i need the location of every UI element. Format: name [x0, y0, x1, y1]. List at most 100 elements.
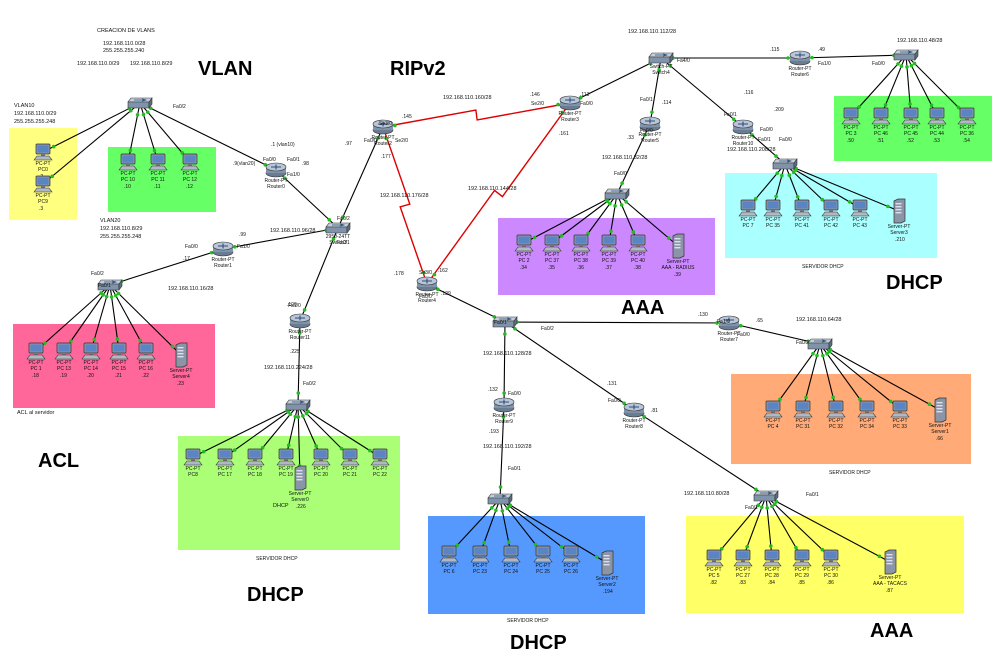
- server-icon[interactable]: [933, 397, 947, 423]
- device-name: Router0: [267, 183, 285, 190]
- pc-icon[interactable]: [370, 448, 390, 466]
- server-icon[interactable]: [883, 549, 897, 575]
- interface-tag: Fa0/1: [98, 283, 111, 289]
- device-name: PC 45: [904, 130, 918, 137]
- pc-icon[interactable]: [148, 153, 168, 171]
- server-icon[interactable]: [892, 198, 906, 224]
- pc-icon[interactable]: [183, 448, 203, 466]
- switch-icon[interactable]: [487, 493, 513, 505]
- switch-icon[interactable]: [604, 188, 630, 200]
- device-name: PC 4: [767, 423, 779, 430]
- pc-icon[interactable]: [514, 234, 534, 252]
- device-name: Switch4: [652, 69, 670, 76]
- switch-icon[interactable]: [127, 97, 153, 109]
- switch-icon[interactable]: [492, 316, 518, 328]
- router-icon[interactable]: [622, 402, 646, 418]
- device-model: Router-PT: [717, 331, 741, 337]
- pc-icon[interactable]: [763, 400, 783, 418]
- router-icon[interactable]: [731, 119, 755, 135]
- pc-icon[interactable]: [826, 400, 846, 418]
- router-icon[interactable]: [492, 397, 516, 413]
- pc-icon[interactable]: [118, 153, 138, 171]
- router-icon[interactable]: [638, 116, 662, 132]
- pc-icon[interactable]: [571, 234, 591, 252]
- server-icon[interactable]: [293, 465, 307, 491]
- device-name: Router4: [418, 297, 436, 304]
- pc-icon[interactable]: [599, 234, 619, 252]
- pc-icon[interactable]: [81, 342, 101, 360]
- pc-icon[interactable]: [340, 448, 360, 466]
- server-icon[interactable]: [671, 233, 685, 259]
- pc-icon[interactable]: [136, 342, 156, 360]
- switch-icon[interactable]: [325, 222, 351, 234]
- port-indicator: [929, 103, 934, 108]
- pc-icon[interactable]: [793, 400, 813, 418]
- pc-icon[interactable]: [901, 107, 921, 125]
- pc-icon[interactable]: [821, 549, 841, 567]
- pc-icon[interactable]: [704, 549, 724, 567]
- router-icon[interactable]: [264, 162, 288, 178]
- pc-icon[interactable]: [180, 153, 200, 171]
- pc-icon[interactable]: [439, 545, 459, 563]
- pc-icon[interactable]: [738, 199, 758, 217]
- pc-icon[interactable]: [109, 342, 129, 360]
- link-router8-sw80: [633, 409, 767, 497]
- device-ip: .86: [827, 580, 834, 586]
- pc-icon[interactable]: [533, 545, 553, 563]
- router-icon[interactable]: [211, 241, 235, 257]
- pc-icon[interactable]: [792, 549, 812, 567]
- link-sw192-server2: [499, 498, 608, 564]
- router-icon[interactable]: [717, 315, 741, 331]
- pc-icon[interactable]: [792, 199, 812, 217]
- pc-icon[interactable]: [927, 107, 947, 125]
- switch-icon[interactable]: [97, 279, 123, 291]
- pc-icon[interactable]: [276, 448, 296, 466]
- port-indicator: [559, 544, 564, 549]
- router-icon[interactable]: [415, 276, 439, 292]
- pc-icon[interactable]: [215, 448, 235, 466]
- pc-icon[interactable]: [841, 107, 861, 125]
- port-indicator: [821, 353, 825, 358]
- port-indicator: [286, 443, 291, 448]
- device-ip: .36: [577, 265, 584, 271]
- switch-icon[interactable]: [753, 490, 779, 502]
- pc-icon[interactable]: [542, 234, 562, 252]
- pc-icon[interactable]: [821, 199, 841, 217]
- pc-icon[interactable]: [857, 400, 877, 418]
- port-indicator: [498, 485, 503, 489]
- pc-icon[interactable]: [957, 107, 977, 125]
- router-icon[interactable]: [788, 50, 812, 66]
- pc-icon[interactable]: [561, 545, 581, 563]
- pc-icon[interactable]: [470, 545, 490, 563]
- pc-icon[interactable]: [850, 199, 870, 217]
- pc-icon[interactable]: [501, 545, 521, 563]
- pc-icon[interactable]: [311, 448, 331, 466]
- port-indicator: [624, 199, 628, 204]
- device-name: Router1: [214, 262, 232, 269]
- pc-icon[interactable]: [54, 342, 74, 360]
- switch-icon[interactable]: [648, 52, 674, 64]
- router-icon[interactable]: [558, 95, 582, 111]
- switch-icon[interactable]: [285, 399, 311, 411]
- server-icon[interactable]: [174, 342, 188, 368]
- router-icon[interactable]: [371, 119, 395, 135]
- pc-icon[interactable]: [733, 549, 753, 567]
- pc-icon[interactable]: [33, 143, 53, 161]
- pc-icon[interactable]: [762, 549, 782, 567]
- port-indicator: [605, 199, 610, 204]
- pc-icon[interactable]: [245, 448, 265, 466]
- interface-tag: .97: [345, 141, 352, 147]
- pc-icon[interactable]: [628, 234, 648, 252]
- server-icon[interactable]: [600, 550, 614, 576]
- switch-icon[interactable]: [807, 338, 833, 350]
- pc-icon[interactable]: [763, 199, 783, 217]
- pc-icon[interactable]: [33, 175, 53, 193]
- pc-icon[interactable]: [26, 342, 46, 360]
- switch-icon[interactable]: [893, 49, 919, 61]
- router-icon[interactable]: [288, 313, 312, 329]
- pc-icon[interactable]: [890, 400, 910, 418]
- pc-icon[interactable]: [871, 107, 891, 125]
- switch-icon[interactable]: [772, 158, 798, 170]
- link-sw1-pc9: [42, 102, 141, 185]
